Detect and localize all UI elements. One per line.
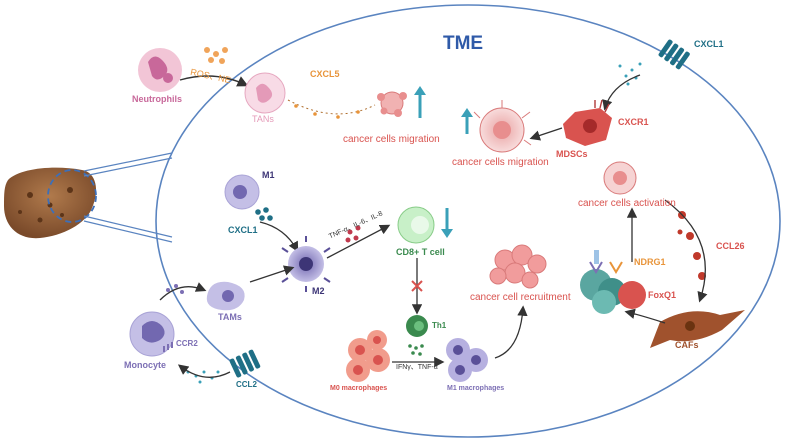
cafs-label: CAFs — [675, 340, 699, 350]
ifn-particles — [408, 344, 424, 356]
foxq1-complex-icon — [580, 250, 646, 314]
cxcl1-mid-label: CXCL1 — [228, 225, 258, 235]
mdscs-label: MDSCs — [556, 149, 588, 159]
t-cell-icon — [406, 315, 428, 337]
monocyte-icon — [129, 311, 175, 357]
recruitment-label: cancer cell recruitment — [470, 292, 571, 303]
ros-ne-particles — [204, 47, 228, 64]
tme-title: TME — [443, 33, 484, 54]
ccl2-label: CCL2 — [236, 380, 257, 389]
cxcl5-gradient — [287, 99, 376, 115]
caf-cell-icon — [650, 310, 745, 348]
macrophage-icon — [446, 338, 488, 382]
cancer-cell-icon — [603, 161, 637, 195]
neutrophils-label: Neutrophils — [132, 94, 183, 104]
macrophage-icon — [281, 236, 331, 292]
receptor-icon — [658, 39, 690, 70]
mdsc-cell-icon — [563, 99, 612, 146]
th1-label: Th1 — [432, 321, 447, 330]
tumor-cluster-icon — [489, 244, 547, 289]
liver-zoom-circle — [47, 169, 97, 223]
cancer-cell-icon — [473, 100, 532, 153]
m1-label: M1 — [262, 170, 275, 180]
migration-label-left: cancer cells migration — [343, 134, 440, 145]
macrophage-icon — [346, 330, 390, 382]
tams-label: TAMs — [218, 312, 242, 322]
ifn-label: IFNγ、TNF-α — [396, 364, 438, 371]
t-cell-icon — [397, 206, 435, 244]
receptor-icon — [229, 349, 261, 378]
foxq1-label: FoxQ1 — [648, 290, 677, 300]
cxcl1-top-label: CXCL1 — [694, 39, 724, 49]
m1-macrophages-label: M1 macrophages — [447, 385, 505, 392]
cancer-cell-icon — [377, 91, 407, 117]
m2-label: M2 — [312, 286, 325, 296]
cd8-label: CD8+ T cell — [396, 247, 445, 257]
activation-label: cancer cells activation — [578, 198, 676, 209]
tan-cell-icon — [244, 72, 286, 114]
up-arrow-icon — [461, 108, 473, 134]
liver-icon — [4, 167, 97, 239]
macrophage-icon — [224, 174, 260, 210]
monocyte-label: Monocyte — [124, 360, 167, 370]
ccr2-label: CCR2 — [176, 339, 198, 348]
macrophage-icon — [206, 281, 245, 311]
chemokine-particles — [166, 284, 184, 294]
migration-label-right: cancer cells migration — [452, 157, 549, 168]
ndrg1-label: NDRG1 — [634, 257, 666, 267]
m0-label: M0 macrophages — [330, 385, 388, 392]
tme-boundary — [155, 4, 781, 438]
up-arrow-icon — [414, 86, 426, 118]
down-arrow-icon — [441, 208, 453, 238]
neutrophil-icon — [138, 48, 182, 92]
cxcr1-label: CXCR1 — [618, 117, 649, 127]
tans-label: TANs — [252, 114, 274, 124]
cxcl5-label: CXCL5 — [310, 69, 340, 79]
ccl26-label: CCL26 — [716, 241, 745, 251]
cytokine-particles — [345, 225, 361, 243]
cxcl1-particles — [255, 207, 273, 221]
inhibition-x-icon — [411, 280, 423, 292]
